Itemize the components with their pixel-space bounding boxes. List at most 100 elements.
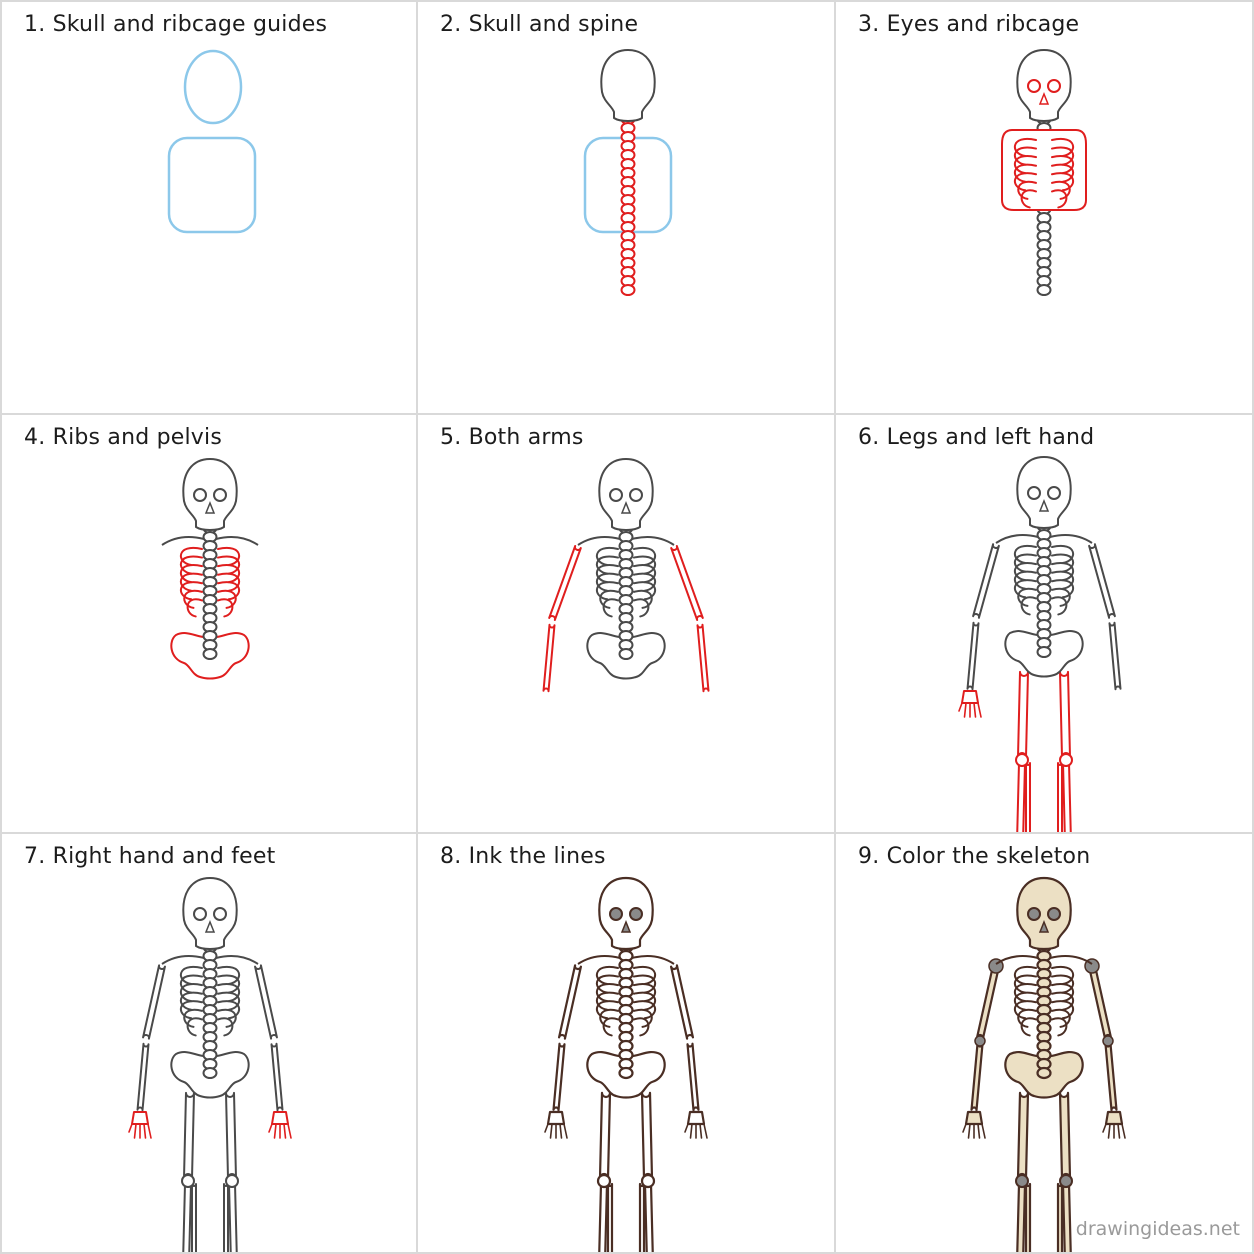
rib <box>633 589 653 609</box>
eye-socket <box>193 488 207 502</box>
finger <box>143 1123 147 1139</box>
skull <box>1016 456 1072 529</box>
forearm-bone <box>696 623 710 693</box>
skull <box>1016 49 1072 122</box>
step-drawing <box>167 49 257 234</box>
upper-arm-bone <box>557 964 583 1040</box>
rib <box>1051 570 1074 590</box>
shin-bone <box>1024 1182 1032 1252</box>
femur <box>183 1091 195 1180</box>
collarbone <box>161 536 205 546</box>
eye-socket <box>213 907 227 921</box>
rib <box>596 1000 619 1020</box>
rib <box>1014 570 1037 590</box>
shin-bone <box>182 1182 192 1252</box>
hand-palm <box>271 1111 289 1125</box>
shin-bone <box>1056 1182 1064 1252</box>
rib <box>186 1017 203 1037</box>
vertebra <box>202 1067 218 1079</box>
finger <box>287 1123 292 1139</box>
rib <box>596 555 619 575</box>
rib <box>180 555 203 575</box>
shin-bone <box>1062 761 1072 832</box>
rib <box>599 1008 619 1028</box>
rib <box>599 589 619 609</box>
knee <box>1015 753 1029 767</box>
knee <box>181 1174 195 1188</box>
upper-arm-bone <box>669 964 695 1040</box>
skull <box>182 458 238 531</box>
rib <box>1051 189 1068 209</box>
step-panel-5: 5. Both arms <box>418 415 834 832</box>
rib <box>1020 189 1037 209</box>
rib <box>1051 587 1071 607</box>
rib <box>596 581 619 601</box>
eye-socket <box>1027 486 1041 500</box>
step-panel-1: 1. Skull and ribcage guides <box>2 2 416 413</box>
nose-hole <box>1038 498 1050 512</box>
rib <box>633 974 656 994</box>
forearm-bone <box>552 1042 566 1112</box>
rib <box>1051 983 1074 1003</box>
rib <box>1051 137 1074 157</box>
rib <box>1014 172 1037 192</box>
rib <box>1051 172 1074 192</box>
forearm-bone <box>686 1042 700 1112</box>
rib <box>1051 991 1074 1011</box>
skeleton <box>128 877 292 1252</box>
rib <box>1017 587 1037 607</box>
eye-socket <box>193 907 207 921</box>
hand-palm <box>131 1111 149 1125</box>
rib <box>602 598 619 618</box>
step-drawing <box>1001 49 1087 296</box>
collarbone <box>1049 534 1093 544</box>
finger <box>977 1123 981 1139</box>
femur <box>640 1091 654 1180</box>
watermark: drawingideas.net <box>1075 1218 1240 1240</box>
collarbone <box>631 536 675 546</box>
rib <box>1020 596 1037 616</box>
skull <box>600 49 656 122</box>
knee <box>596 1173 612 1189</box>
finger <box>283 1123 287 1139</box>
rib <box>1014 974 1037 994</box>
nose-hole <box>204 500 216 514</box>
rib <box>217 581 240 601</box>
rib <box>217 983 240 1003</box>
rib <box>1051 544 1074 564</box>
rib <box>602 1017 619 1037</box>
shin-bone <box>1016 761 1026 832</box>
rib <box>596 546 619 566</box>
shin-bone <box>643 1182 654 1252</box>
shin-bone <box>1061 1182 1072 1252</box>
femur <box>598 1091 612 1180</box>
step-drawing <box>542 458 710 693</box>
rib <box>1014 562 1037 582</box>
rib <box>217 555 240 575</box>
finger <box>977 702 982 718</box>
rib <box>180 546 203 566</box>
step-drawing <box>161 458 259 680</box>
eye-socket <box>1027 907 1041 921</box>
shin-bone <box>1025 762 1031 832</box>
rib <box>596 965 619 985</box>
step-caption: 9. Color the skeleton <box>858 844 1091 869</box>
skeleton <box>542 458 710 693</box>
rib <box>633 1000 656 1020</box>
step-panel-3: 3. Eyes and ribcage <box>836 2 1252 413</box>
femur <box>1017 670 1029 759</box>
finger <box>268 1123 273 1133</box>
rib <box>633 564 656 584</box>
shin-bone <box>223 1183 229 1252</box>
forearm-bone <box>1104 1042 1118 1112</box>
rib <box>1014 146 1037 166</box>
skull <box>598 876 654 951</box>
finger <box>128 1123 133 1133</box>
rib <box>1051 965 1074 985</box>
femur <box>1059 670 1071 759</box>
femur <box>225 1091 237 1180</box>
rib <box>186 598 203 618</box>
shin-bone <box>1057 762 1063 832</box>
rib <box>217 564 240 584</box>
guide-shapes <box>167 49 257 234</box>
